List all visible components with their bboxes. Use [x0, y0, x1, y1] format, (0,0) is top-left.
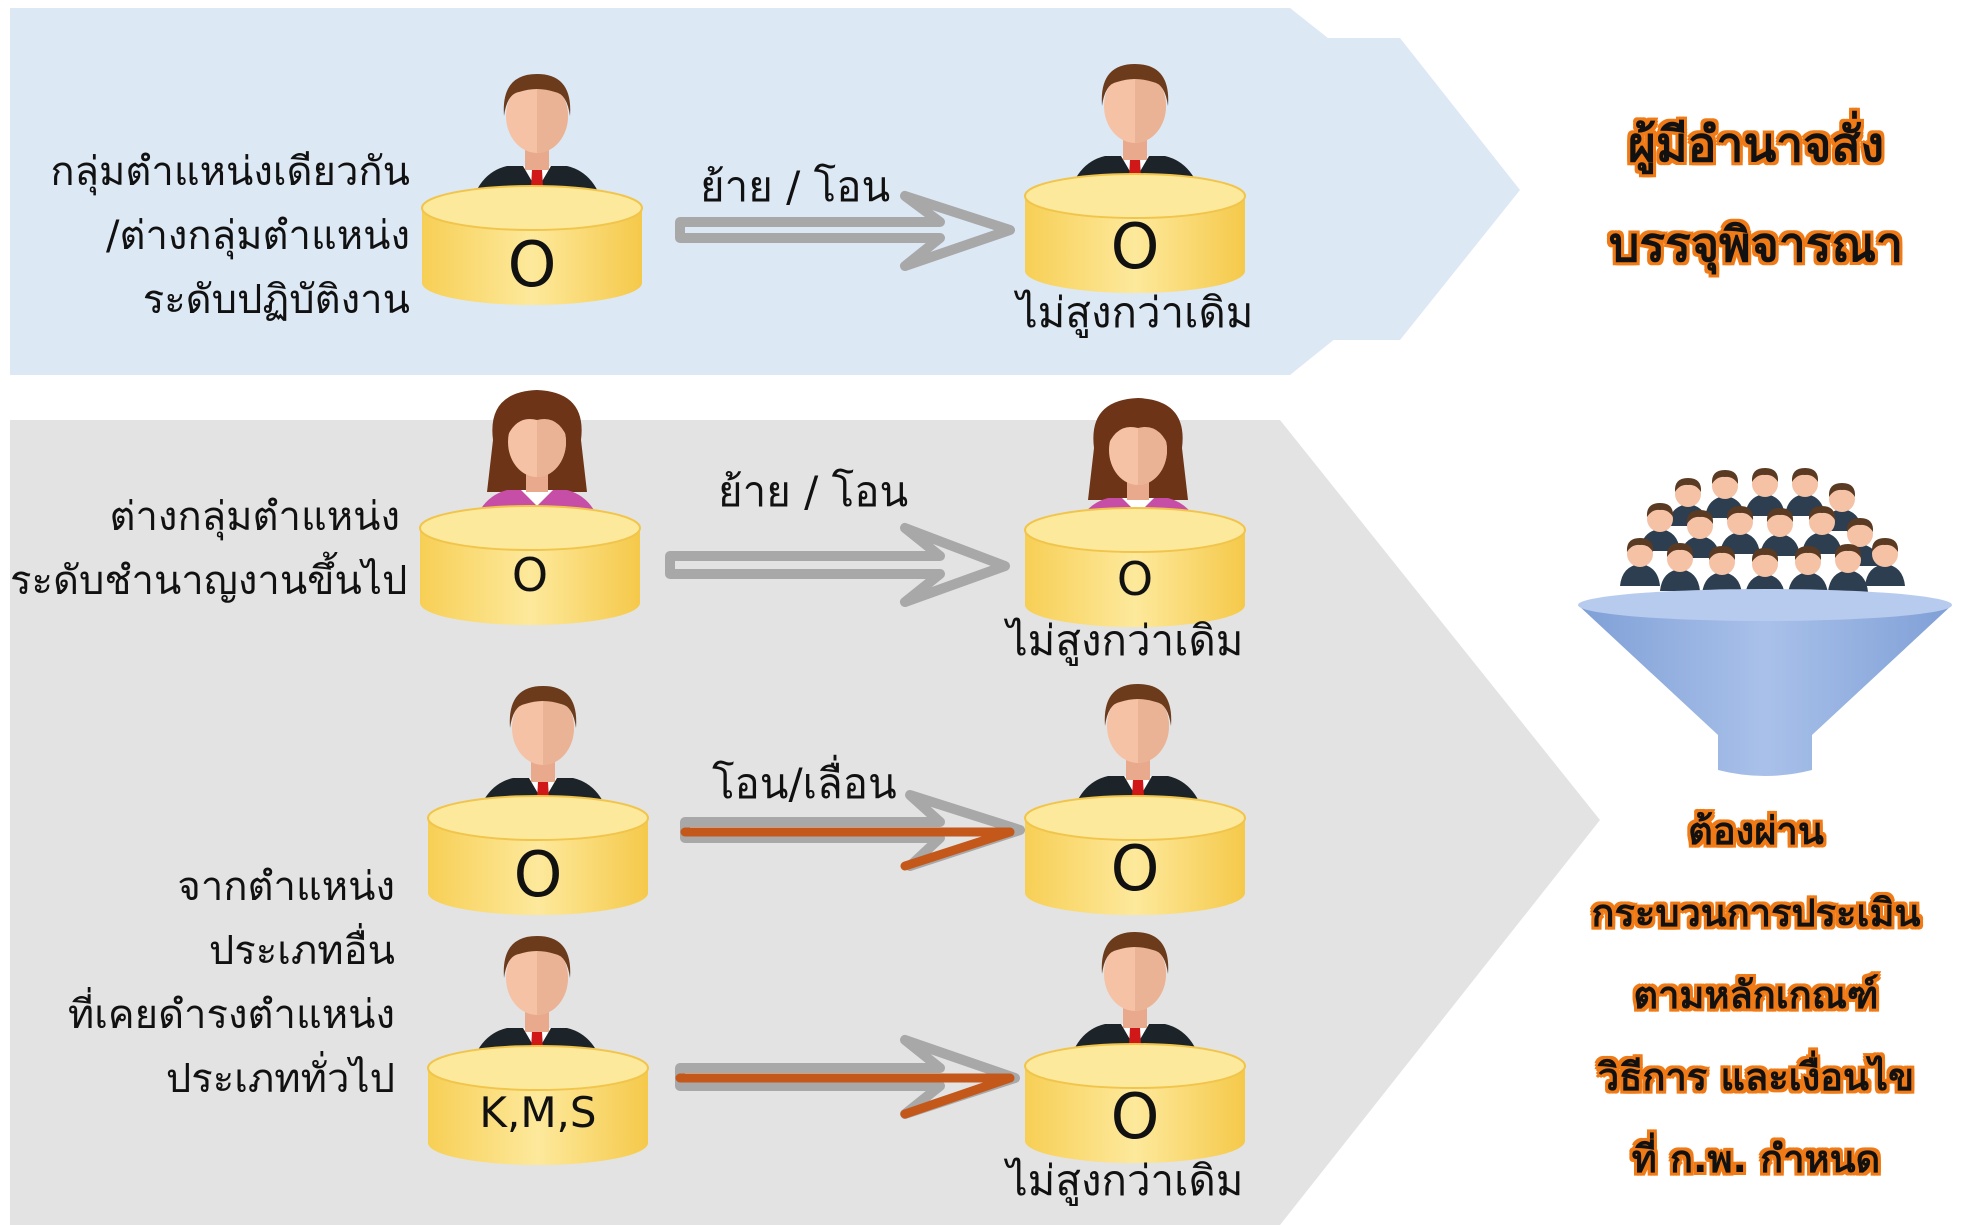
- to-level-bottom1: O: [1110, 832, 1160, 905]
- top-band-chevron: [1295, 38, 1520, 340]
- authority-title: ผู้มีอำนาจสั่ง บรรจุพิจารณา: [1540, 95, 1972, 295]
- process-line: ตามหลักเกณฑ์: [1633, 973, 1879, 1017]
- arrow-bottom2: [675, 1035, 1020, 1119]
- condition-line: ระดับปฏิบัติงาน: [142, 277, 410, 323]
- from-level-middle: O: [511, 548, 549, 602]
- action-middle: ย้าย / โอน: [718, 467, 909, 516]
- process-line: ที่ ก.พ. กำหนด: [1631, 1137, 1881, 1181]
- process-line: ต้องผ่าน: [1688, 809, 1824, 853]
- middle-condition: ต่างกลุ่มตำแหน่ง ระดับชำนาญงานขึ้นไป: [10, 485, 408, 613]
- crowd-icon: [1620, 468, 1905, 596]
- to-level-bottom2: O: [1110, 1080, 1160, 1153]
- to-level-middle: O: [1116, 552, 1154, 606]
- condition-line: ประเภททั่วไป: [165, 1056, 395, 1102]
- process-text: ต้องผ่าน กระบวนการประเมิน ตามหลักเกณฑ์ ว…: [1540, 790, 1972, 1200]
- from-level-bottom1: O: [513, 838, 563, 911]
- bottom-condition: จากตำแหน่ง ประเภทอื่น ที่เคยดำรงตำแหน่ง …: [10, 855, 395, 1111]
- arrow-middle: [665, 523, 1010, 607]
- note-top: ไม่สูงกว่าเดิม: [1016, 288, 1254, 337]
- authority-line: ผู้มีอำนาจสั่ง: [1627, 117, 1885, 173]
- from-level-top: O: [507, 228, 557, 301]
- condition-line: ระดับชำนาญงานขึ้นไป: [10, 558, 408, 604]
- process-line: วิธีการ และเงื่อนไข: [1597, 1055, 1915, 1099]
- condition-line: ต่างกลุ่มตำแหน่ง: [109, 494, 400, 540]
- to-level-top: O: [1110, 210, 1160, 283]
- funnel-icon: [1578, 589, 1952, 776]
- condition-line: ประเภทอื่น: [208, 928, 395, 974]
- note-middle: ไม่สูงกว่าเดิม: [1006, 616, 1244, 665]
- condition-line: /ต่างกลุ่มตำแหน่ง: [105, 213, 410, 259]
- arrow-bottom1: [680, 790, 1025, 871]
- authority-line: บรรจุพิจารณา: [1608, 217, 1904, 273]
- action-top: ย้าย / โอน: [700, 162, 891, 211]
- top-condition: กลุ่มตำแหน่งเดียวกัน /ต่างกลุ่มตำแหน่ง ร…: [20, 140, 410, 332]
- from-level-bottom2: K,M,S: [479, 1088, 597, 1137]
- condition-line: กลุ่มตำแหน่งเดียวกัน: [50, 149, 410, 195]
- note-bottom2: ไม่สูงกว่าเดิม: [1006, 1156, 1244, 1205]
- arrow-top: [675, 191, 1015, 271]
- action-bottom1: โอน/เลื่อน: [712, 759, 897, 808]
- condition-line: จากตำแหน่ง: [177, 864, 395, 910]
- condition-line: ที่เคยดำรงตำแหน่ง: [67, 992, 395, 1038]
- process-line: กระบวนการประเมิน: [1591, 891, 1921, 935]
